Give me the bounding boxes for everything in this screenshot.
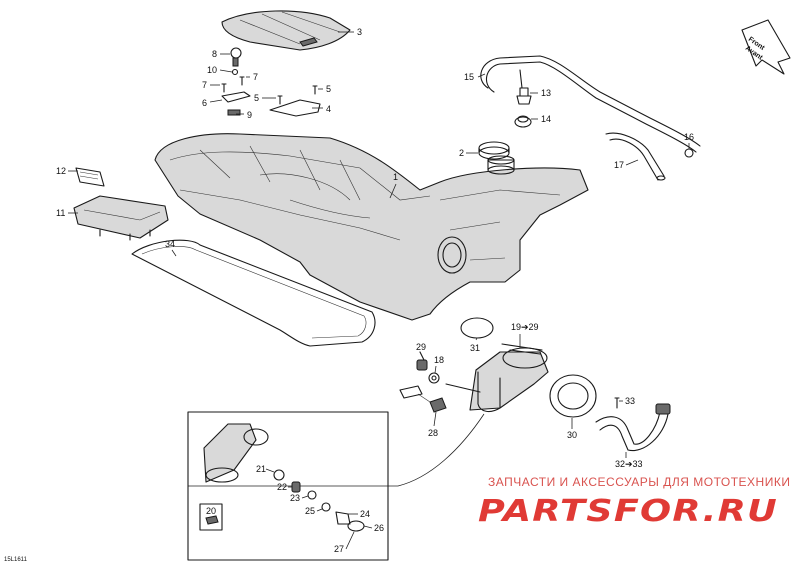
part-34-pad [131,239,376,347]
small-hardware-group [221,47,321,117]
part-31-o-ring [460,317,494,339]
part-17-drain-hose [605,132,666,181]
callout-2: 2 [459,148,464,158]
callout-30: 30 [567,430,577,440]
callout-10: 10 [207,65,217,75]
part-14-grommet [514,115,532,128]
callout-33: 33 [625,396,635,406]
callout-5a: 5 [326,84,331,94]
callout-32-33: 32➔33 [615,459,643,469]
callout-16: 16 [684,132,694,142]
callout-29: 29 [416,342,426,352]
callout-26: 26 [374,523,384,533]
part-2-fuel-cap [478,141,510,160]
pump-detail-inset [187,411,389,561]
sheet-id: 15L1611 [4,557,28,563]
callout-15: 15 [464,72,474,82]
callout-9: 9 [247,110,252,120]
callout-6: 6 [202,98,207,108]
watermark: ЗАПЧАСТИ И АКСЕССУАРЫ ДЛЯ МОТОТЕХНИКИ PA… [478,475,790,529]
watermark-tagline: ЗАПЧАСТИ И АКСЕССУАРЫ ДЛЯ МОТОТЕХНИКИ [488,475,790,489]
part-29-fitting [416,351,428,371]
callout-20: 20 [206,506,216,516]
part-32-fuel-line [595,403,671,452]
callout-24: 24 [360,509,370,519]
part-11-storage-tray [73,195,169,241]
callout-25: 25 [305,506,315,516]
callout-14: 14 [541,114,551,124]
callout-7b: 7 [253,72,258,82]
part-33-screw [614,397,620,409]
part-16-clamp [684,148,694,158]
callout-21: 21 [256,464,266,474]
callout-17: 17 [614,160,624,170]
part-3-tank-cover [221,10,351,51]
callout-23: 23 [290,493,300,503]
callout-19-29: 19➔29 [511,322,539,332]
part-15-vent-hose [480,55,701,153]
callout-27: 27 [334,544,344,554]
part-1-fuel-tank [154,133,589,321]
callout-5b: 5 [254,93,259,103]
callout-4: 4 [326,104,331,114]
callout-18: 18 [434,355,444,365]
callout-labels: 1 2 3 4 5 5 6 7 7 8 9 10 11 12 13 14 15 [56,27,694,554]
part-30-lock-ring [549,374,597,418]
callout-8: 8 [212,49,217,59]
part-18-washer [428,372,440,384]
callout-34: 34 [165,239,175,249]
callout-11: 11 [56,208,65,218]
callout-13: 13 [541,88,551,98]
front-direction-arrow: Front Avant [741,19,791,75]
part-28-connector [399,385,447,413]
callout-1: 1 [393,172,398,182]
callout-31: 31 [470,343,480,353]
callout-12: 12 [56,166,66,176]
fuel-pump-assembly [188,343,549,487]
callout-3: 3 [357,27,362,37]
part-12-label [75,167,105,187]
callout-28: 28 [428,428,438,438]
watermark-brand: PARTSFOR.RU [478,494,778,529]
callout-22: 22 [277,482,287,492]
callout-7a: 7 [202,80,207,90]
part-13-vent-valve [516,87,532,105]
